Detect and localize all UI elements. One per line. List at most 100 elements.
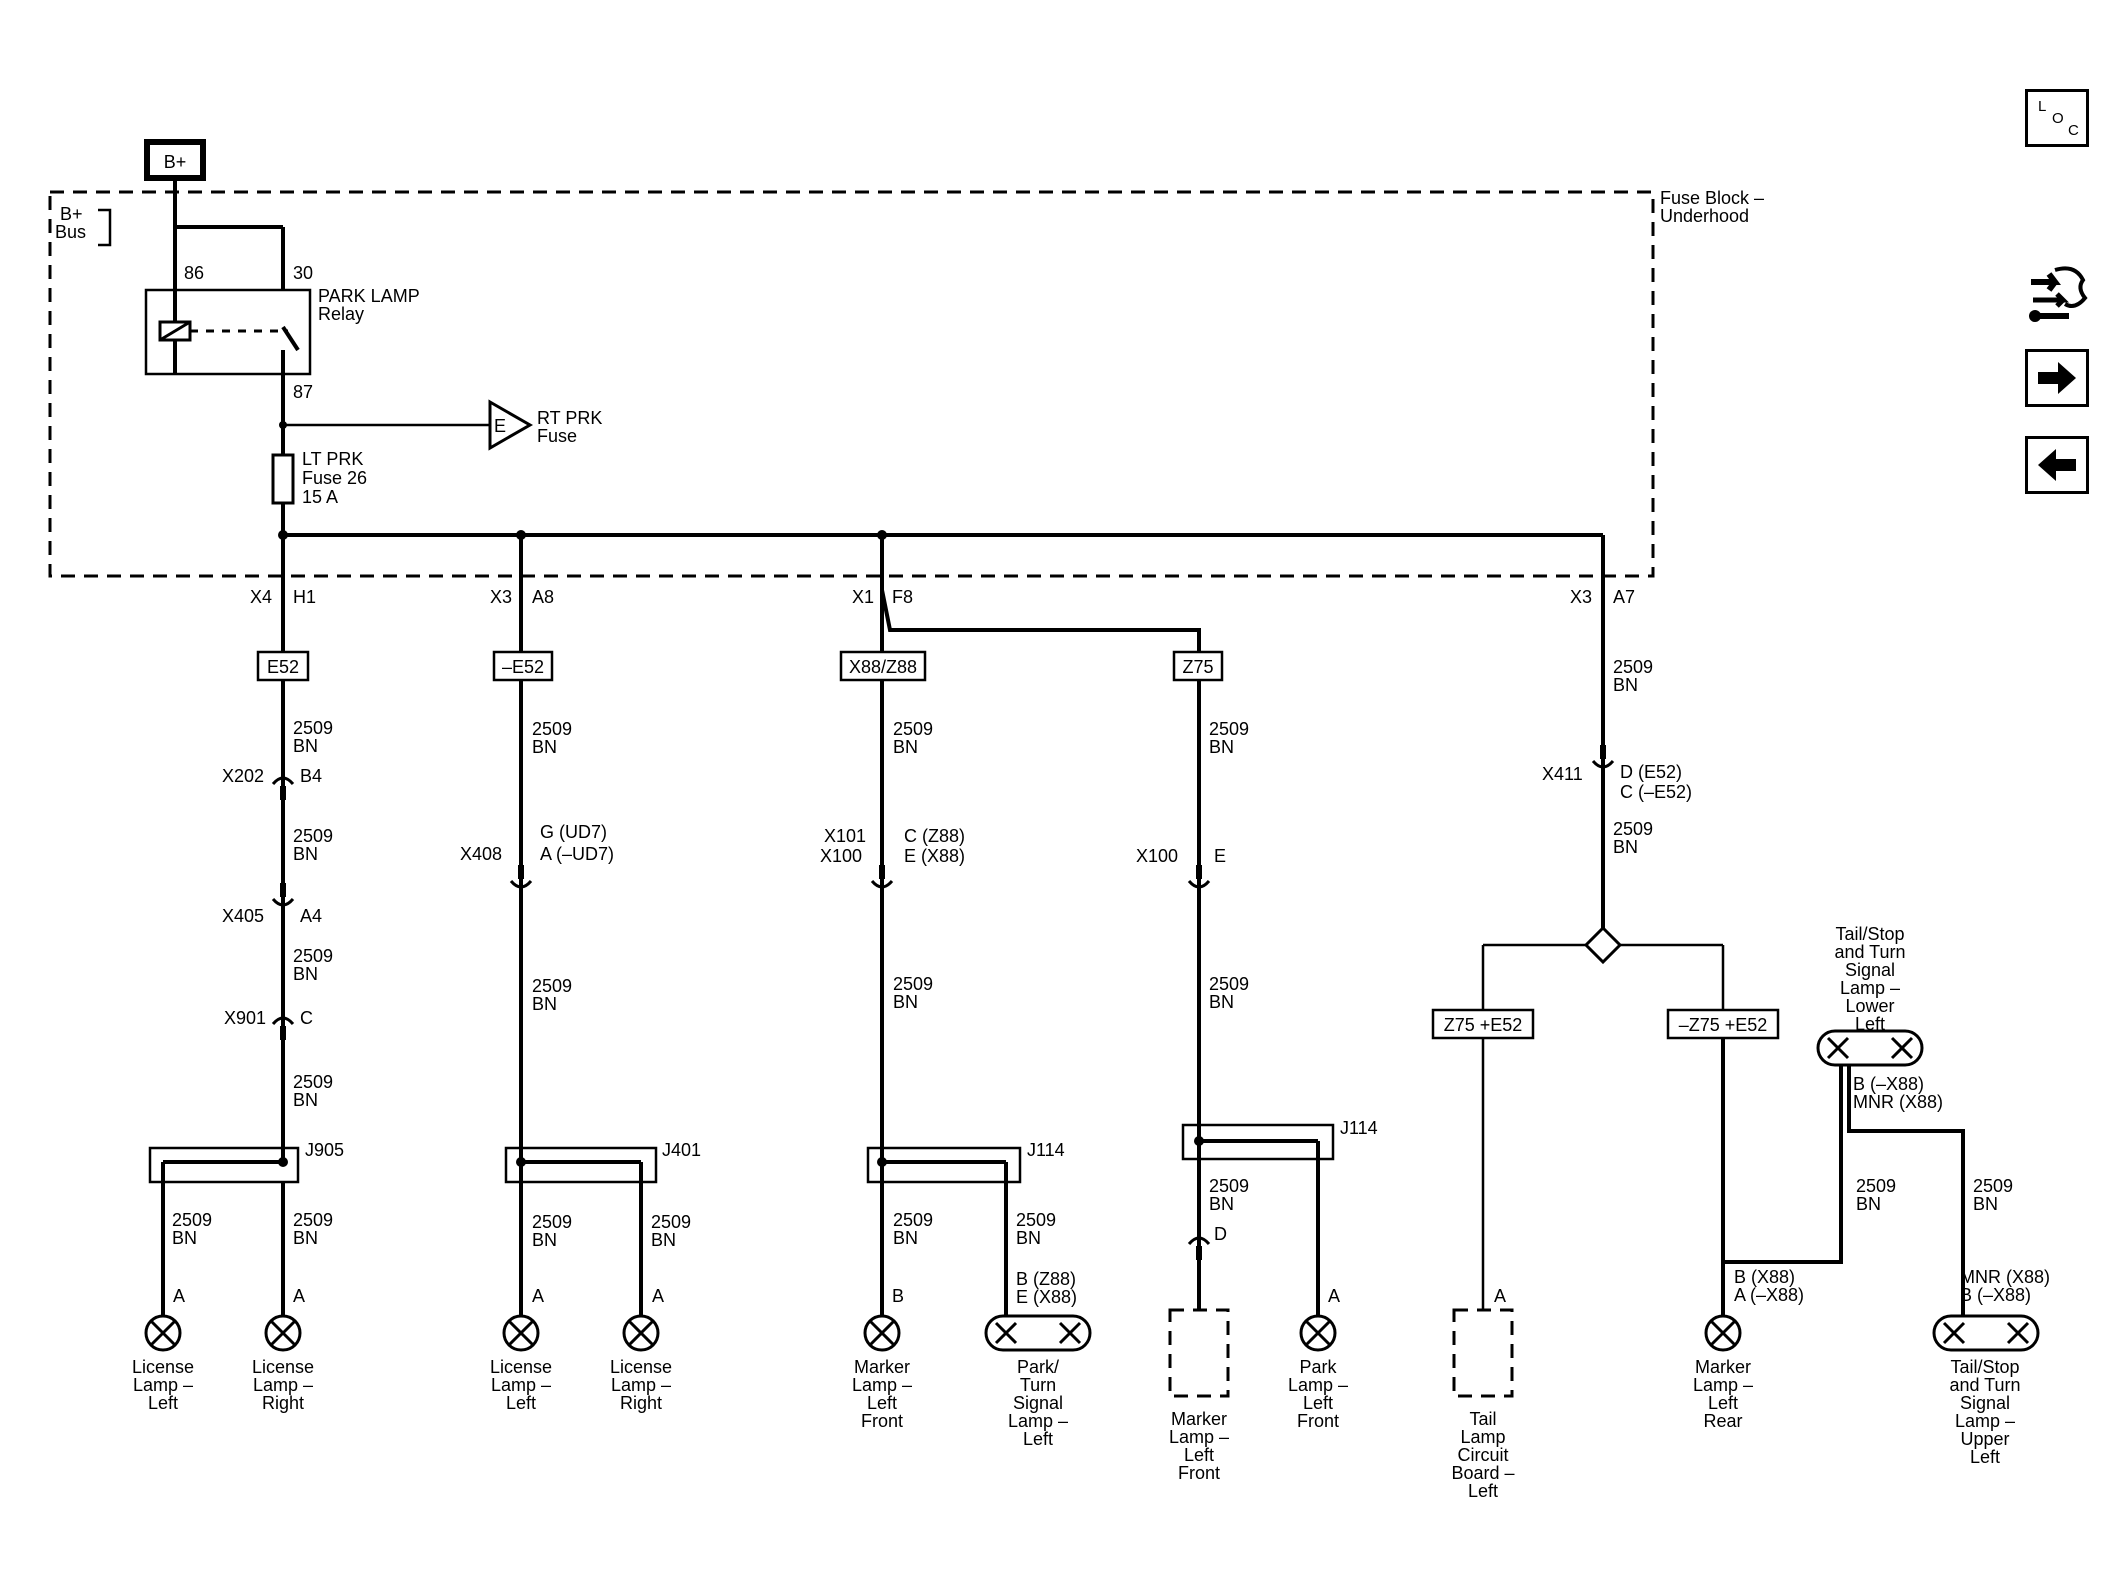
b5-upper-5: Upper [1960, 1429, 2009, 1449]
b1-lamp-b-3: Right [262, 1393, 304, 1413]
b3-conn-1: X101 [824, 826, 866, 846]
b3-lamp-b-4: Lamp – [1008, 1411, 1068, 1431]
b5-wire-2b: BN [1613, 837, 1638, 857]
b3-splice: J114 [1027, 1140, 1065, 1160]
b1-lamp-a-pin: A [173, 1286, 185, 1306]
b3-wire-1a: 2509 [893, 719, 933, 739]
relay-pin-86: 86 [184, 263, 204, 283]
b1-wire-6a: 2509 [293, 1210, 333, 1230]
b1-wire-5b: BN [172, 1228, 197, 1248]
b4-lamp-a-1: Marker [1171, 1409, 1227, 1429]
b4-x100-pin: E [1214, 846, 1226, 866]
b1-splice-box [148, 1146, 300, 1184]
branch-1-license-lamps: X4 H1 E52 2509 BN X202 B4 2509 BN X405 A… [132, 535, 344, 1413]
b5-lower-5: Lower [1845, 996, 1894, 1016]
b1-wire-1b: BN [293, 736, 318, 756]
b3-wire-2a: 2509 [893, 974, 933, 994]
b4-wire-2b: BN [1209, 992, 1234, 1012]
rt-prk-label-2: Fuse [537, 426, 577, 446]
tail-stop-turn-lamp-lower-left [1816, 1029, 1924, 1067]
b4-wire-1b: BN [1209, 737, 1234, 757]
b1-lamp-b-2: Lamp – [253, 1375, 313, 1395]
b2-option-box [492, 650, 554, 682]
b4-lamp-b-3: Left [1303, 1393, 1333, 1413]
b5-tail-3: Circuit [1457, 1445, 1508, 1465]
b5-lower-6: Left [1855, 1014, 1885, 1034]
b5-upper-4: Lamp – [1955, 1411, 2015, 1431]
b3-lamp-a-4: Front [861, 1411, 903, 1431]
rt-prk-letter: E [494, 416, 506, 436]
b5-lower-3: Signal [1845, 960, 1895, 980]
tail-stop-turn-lamp-upper-left [1932, 1314, 2040, 1352]
b2-lamp-a-2: Lamp – [491, 1375, 551, 1395]
relay-pin-87: 87 [293, 382, 313, 402]
b4-option-box [1172, 650, 1224, 682]
component-locator-button[interactable] [2025, 258, 2089, 326]
b2-wire-1a: 2509 [532, 719, 572, 739]
b5-lower-4: Lamp – [1840, 978, 1900, 998]
b5-lower-1: Tail/Stop [1835, 924, 1904, 944]
b1-wire-3b: BN [293, 964, 318, 984]
b3-wire-1b: BN [893, 737, 918, 757]
b4-d-pin: D [1214, 1224, 1227, 1244]
b4-lamp-b-1: Park [1299, 1357, 1337, 1377]
b1-pin: H1 [293, 587, 316, 607]
b1-x901-pin: C [300, 1008, 313, 1028]
b5-wire-4a: 2509 [1973, 1176, 2013, 1196]
b1-lamp-a-3: Left [148, 1393, 178, 1413]
b1-x405-pin: A4 [300, 906, 322, 926]
b2-x408: X408 [460, 844, 502, 864]
b1-lamp-a-2: Lamp – [133, 1375, 193, 1395]
b5-opt-right: –Z75 +E52 [1679, 1015, 1768, 1035]
b2-splice-box [504, 1146, 658, 1184]
b5-opt-right-box [1666, 1008, 1780, 1040]
location-view-button[interactable]: L O C [2025, 89, 2089, 147]
b4-lamp-a-4: Front [1178, 1463, 1220, 1483]
b3-wire-3a: 2509 [893, 1210, 933, 1230]
b2-wire-4a: 2509 [651, 1212, 691, 1232]
license-lamp-right-1 [264, 1314, 302, 1352]
fuse-block-label-2: Underhood [1660, 206, 1749, 226]
b5-marker-pin-1: B (X88) [1734, 1267, 1795, 1287]
b3-conn: X1 [852, 587, 874, 607]
loc-o: O [2052, 110, 2064, 127]
b2-wire-3a: 2509 [532, 1212, 572, 1232]
b5-wire-2a: 2509 [1613, 819, 1653, 839]
branch-4-z75: Z75 2509 BN X100 E 2509 BN J114 2509 BN … [1136, 650, 1378, 1483]
b3-wire-4b: BN [1016, 1228, 1041, 1248]
b1-lamp-a-1: License [132, 1357, 194, 1377]
b3-lamp-a-2: Lamp – [852, 1375, 912, 1395]
b3-wire-2b: BN [893, 992, 918, 1012]
park-lamp-relay [144, 288, 312, 376]
b5-tail-4: Board – [1451, 1463, 1514, 1483]
b1-x901: X901 [224, 1008, 266, 1028]
marker-lamp-left-rear [1704, 1314, 1742, 1352]
license-lamp-left-2 [502, 1314, 540, 1352]
b2-splice: J401 [662, 1140, 701, 1160]
b2-pin: A8 [532, 587, 554, 607]
b3-lamp-a-1: Marker [854, 1357, 910, 1377]
b2-lamp-a-pin: A [532, 1286, 544, 1306]
b3-lamp-a-pin: B [892, 1286, 904, 1306]
b5-wire-1b: BN [1613, 675, 1638, 695]
b2-x408-pin-2: A (–UD7) [540, 844, 614, 864]
b2-lamp-a-1: License [490, 1357, 552, 1377]
b5-upper-2: and Turn [1949, 1375, 2020, 1395]
b3-lamp-a-3: Left [867, 1393, 897, 1413]
b5-upper-pin-1: MNR (X88) [1960, 1267, 2050, 1287]
next-page-button[interactable] [2025, 349, 2089, 407]
b3-wire-3b: BN [893, 1228, 918, 1248]
relay-label-2: Relay [318, 304, 364, 324]
bus-label-2: Bus [55, 222, 86, 242]
b4-lamp-b-4: Front [1297, 1411, 1339, 1431]
b2-lamp-b-3: Right [620, 1393, 662, 1413]
b3-option: X88/Z88 [849, 657, 917, 677]
previous-page-button[interactable] [2025, 436, 2089, 494]
b5-lower-2: and Turn [1834, 942, 1905, 962]
b2-wire-3b: BN [532, 1230, 557, 1250]
lt-prk-fuse [271, 453, 295, 505]
b1-splice: J905 [305, 1140, 344, 1160]
b5-marker-2: Lamp – [1693, 1375, 1753, 1395]
b1-option-box [256, 650, 310, 682]
b5-tail-1: Tail [1469, 1409, 1496, 1429]
